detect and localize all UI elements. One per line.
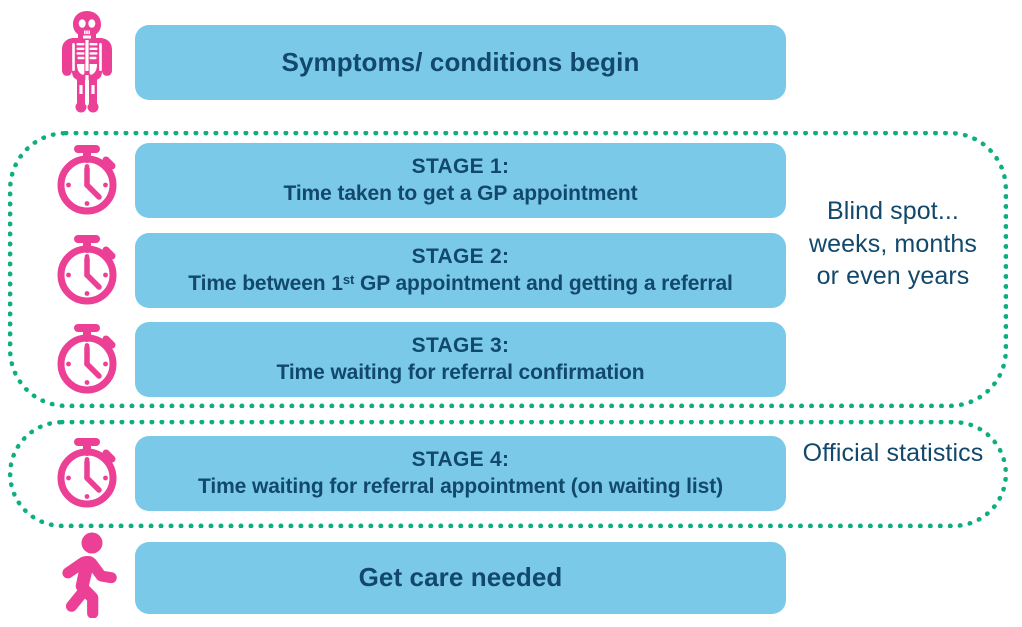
stage-label: STAGE 2: xyxy=(411,244,510,268)
bar-stage-1[interactable]: STAGE 1: Time taken to get a GP appointm… xyxy=(135,143,786,218)
stage-description: Time between 1st GP appointment and gett… xyxy=(188,271,733,298)
stopwatch-icon xyxy=(44,141,130,219)
stage-description-post: GP appointment and getting a referral xyxy=(354,271,733,295)
ordinal-suffix: st xyxy=(342,271,355,287)
stopwatch-icon xyxy=(44,320,130,398)
stage-label: STAGE 1: xyxy=(411,154,510,178)
official-statistics-annotation: Official statistics xyxy=(802,439,984,467)
stage-description: Time waiting for referral confirmation xyxy=(276,360,645,384)
bar-stage-4[interactable]: STAGE 4: Time waiting for referral appoi… xyxy=(135,436,786,511)
walking-person-icon xyxy=(44,532,130,618)
bar-get-care-needed[interactable]: Get care needed xyxy=(135,542,786,614)
bar-title: Symptoms/ conditions begin xyxy=(281,46,640,77)
bar-stage-2[interactable]: STAGE 2: Time between 1st GP appointment… xyxy=(135,233,786,308)
stopwatch-icon xyxy=(44,434,130,512)
stage-label: STAGE 4: xyxy=(411,447,510,471)
stopwatch-icon xyxy=(44,231,130,309)
blind-spot-annotation: Blind spot... weeks, months or even year… xyxy=(808,197,978,290)
stage-description-pre: Time between 1 xyxy=(188,271,343,295)
bar-symptoms-begin[interactable]: Symptoms/ conditions begin xyxy=(135,25,786,100)
skeleton-icon xyxy=(44,8,130,113)
bar-title: Get care needed xyxy=(358,562,563,593)
stage-description: Time waiting for referral appointment (o… xyxy=(198,474,723,498)
bar-stage-3[interactable]: STAGE 3: Time waiting for referral confi… xyxy=(135,322,786,397)
stage-description: Time taken to get a GP appointment xyxy=(283,181,638,205)
stage-label: STAGE 3: xyxy=(411,333,510,357)
